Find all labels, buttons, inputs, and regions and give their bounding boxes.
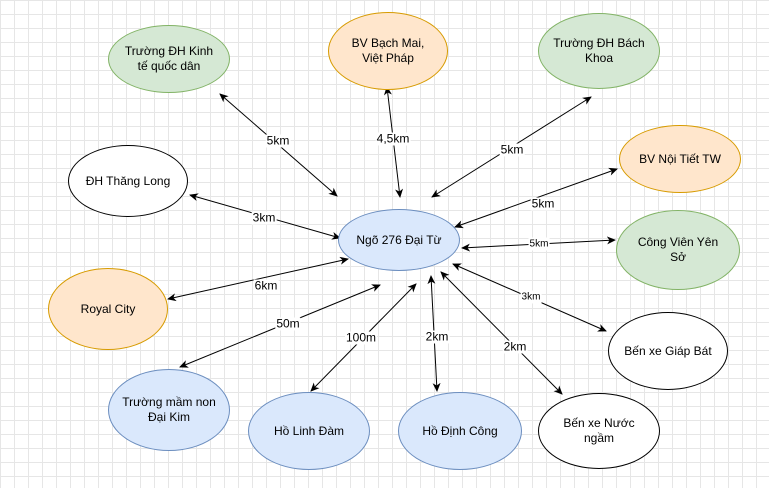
edge-label-noitiet: 5km xyxy=(530,196,556,211)
node-dinhcong-label: Hồ Định Công xyxy=(422,423,498,438)
edge-label-yenso: 5km xyxy=(528,237,550,251)
node-royal-label: Royal City xyxy=(80,301,136,316)
edge-label-nuocngam: 2km xyxy=(502,339,528,354)
node-bachkhoa[interactable]: Trường ĐH Bách Khoa xyxy=(538,13,660,89)
node-neu[interactable]: Trường ĐH Kinh tế quốc dân xyxy=(108,25,230,93)
node-noitiet[interactable]: BV Nội Tiết TW xyxy=(619,125,741,193)
node-mamnon-label: Trường mầm non Đại Kim xyxy=(122,395,216,424)
node-giapbat[interactable]: Bến xe Giáp Bát xyxy=(608,312,728,390)
node-linhdam[interactable]: Hồ Linh Đàm xyxy=(248,392,370,470)
node-thanglong[interactable]: ĐH Thăng Long xyxy=(68,145,188,217)
node-royal[interactable]: Royal City xyxy=(48,268,168,350)
node-bachmai[interactable]: BV Bạch Mai, Việt Pháp xyxy=(328,12,448,90)
node-linhdam-label: Hồ Linh Đàm xyxy=(273,423,345,438)
edge-royal[interactable] xyxy=(167,256,349,302)
edge-nuocngam[interactable] xyxy=(440,271,563,395)
node-bachkhoa-label: Trường ĐH Bách Khoa xyxy=(553,36,645,65)
edge-label-thanglong: 3km xyxy=(251,210,277,225)
node-bachmai-label: BV Bạch Mai, Việt Pháp xyxy=(351,36,425,65)
node-center[interactable]: Ngõ 276 Đại Từ xyxy=(338,209,460,271)
edge-label-bachkhoa: 5km xyxy=(499,142,525,157)
node-yenso-label: Công Viên Yên Sở xyxy=(637,235,719,264)
edge-label-giapbat: 3km xyxy=(520,290,542,304)
node-mamnon[interactable]: Trường mầm non Đại Kim xyxy=(108,369,230,451)
edge-label-royal: 6km xyxy=(253,278,279,293)
edge-label-mamnon: 50m xyxy=(275,316,301,331)
node-thanglong-label: ĐH Thăng Long xyxy=(85,173,171,188)
node-noitiet-label: BV Nội Tiết TW xyxy=(639,151,721,166)
node-giapbat-label: Bến xe Giáp Bát xyxy=(624,343,712,358)
edge-label-linhdam: 100m xyxy=(344,330,378,345)
node-nuocngam-label: Bến xe Nước ngầm xyxy=(563,416,635,445)
node-neu-label: Trường ĐH Kinh tế quốc dân xyxy=(124,44,214,73)
node-dinhcong[interactable]: Hồ Định Công xyxy=(398,392,522,470)
edge-label-neu: 5km xyxy=(265,133,291,148)
node-yenso[interactable]: Công Viên Yên Sở xyxy=(616,210,740,290)
node-nuocngam[interactable]: Bến xe Nước ngầm xyxy=(538,393,660,469)
edge-label-bachmai: 4,5km xyxy=(375,131,411,146)
node-center-label: Ngõ 276 Đại Từ xyxy=(356,232,442,247)
edge-label-dinhcong: 2km xyxy=(424,329,450,344)
